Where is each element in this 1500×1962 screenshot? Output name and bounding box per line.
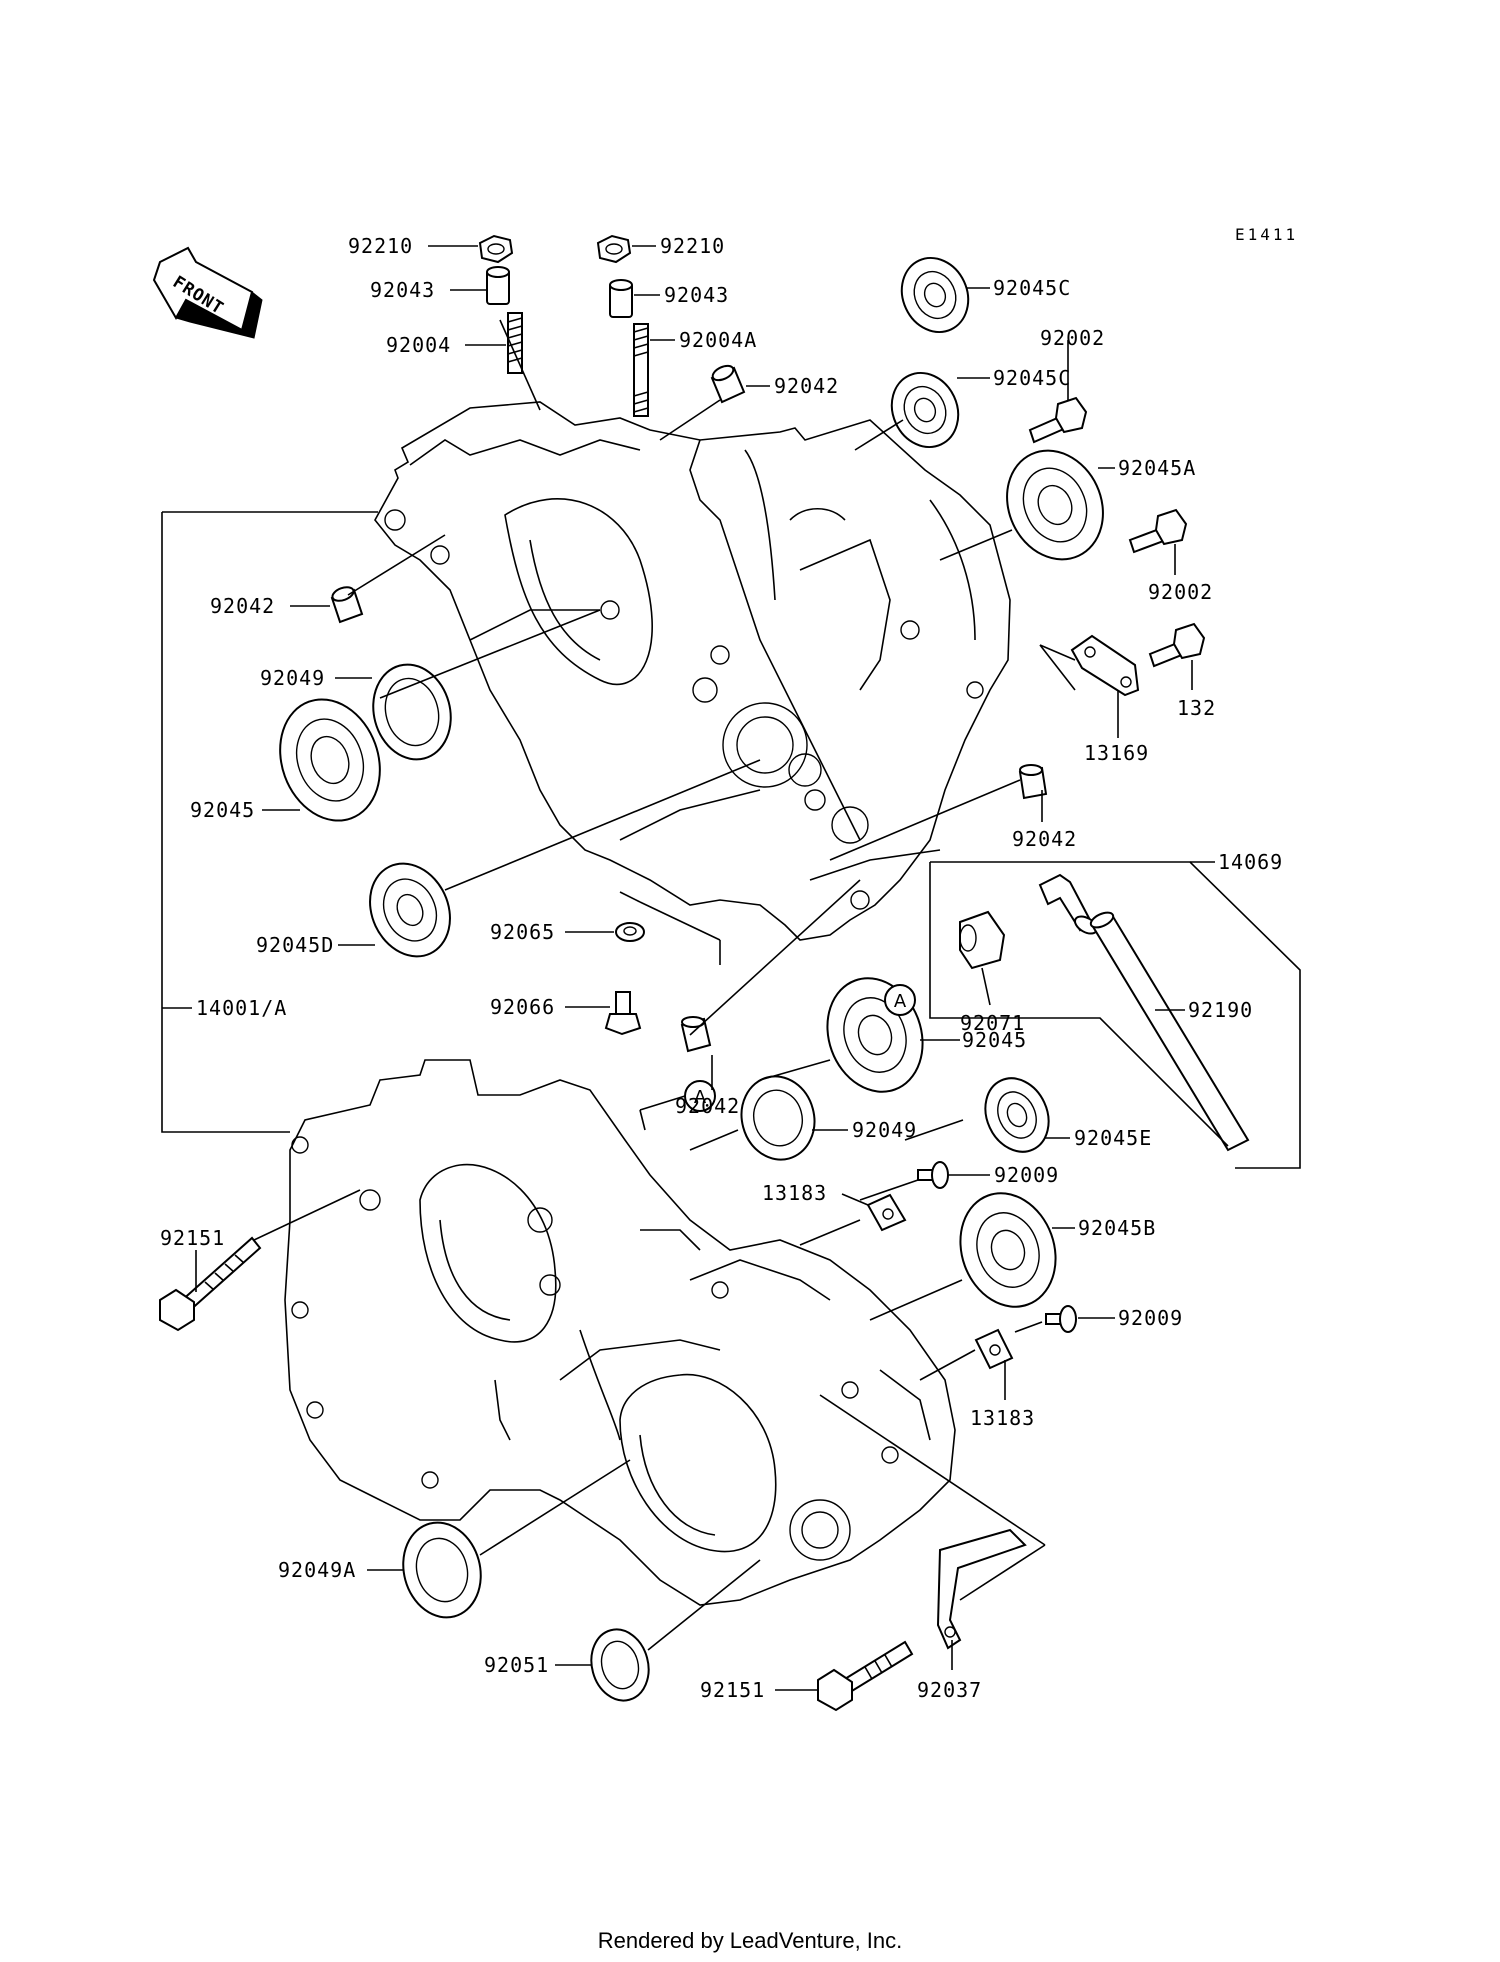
label-92045B: 92045B bbox=[1078, 1216, 1156, 1240]
label-92045-left: 92045 bbox=[190, 798, 255, 822]
label-92210-right: 92210 bbox=[660, 234, 725, 258]
oil-seal-92049A[interactable] bbox=[393, 1514, 491, 1626]
callout-marker-a-upper: A bbox=[884, 984, 916, 1016]
washer-92065[interactable] bbox=[615, 922, 645, 942]
label-92210-left: 92210 bbox=[348, 234, 413, 258]
collar-92043-right[interactable] bbox=[609, 279, 633, 318]
lower-crankcase-half bbox=[284, 1059, 956, 1606]
diagram-code: E1411 bbox=[1235, 225, 1298, 244]
bolt-92151-left[interactable] bbox=[159, 1236, 262, 1332]
front-arrow-icon: FRONT bbox=[152, 246, 263, 339]
breather-elbow-14069[interactable] bbox=[1038, 873, 1100, 937]
label-13169: 13169 bbox=[1084, 741, 1149, 765]
leader-lines bbox=[161, 245, 1301, 1691]
label-92049-lower: 92049 bbox=[852, 1118, 917, 1142]
label-92042-mid: 92042 bbox=[675, 1094, 740, 1118]
dowel-92042-left[interactable] bbox=[330, 585, 364, 624]
bearing-92045-lower[interactable] bbox=[812, 965, 938, 1105]
label-92002-top: 92002 bbox=[1040, 326, 1105, 350]
label-92042-left: 92042 bbox=[210, 594, 275, 618]
bearing-92045B[interactable] bbox=[945, 1180, 1071, 1320]
label-92045E: 92045E bbox=[1074, 1126, 1152, 1150]
callout-marker-a-lower: A bbox=[684, 1080, 716, 1112]
label-92151-bottom: 92151 bbox=[700, 1678, 765, 1702]
cap-92071[interactable] bbox=[959, 910, 1006, 970]
bolt-92151-bottom[interactable] bbox=[817, 1640, 914, 1712]
screw-92009-lower[interactable] bbox=[1045, 1305, 1077, 1333]
label-92045C-top: 92045C bbox=[993, 276, 1071, 300]
part-labels: 92210 92210 92043 92043 92004 92004A 920… bbox=[160, 234, 1283, 1702]
label-92151-left: 92151 bbox=[160, 1226, 225, 1250]
label-92065: 92065 bbox=[490, 920, 555, 944]
label-92004A: 92004A bbox=[679, 328, 757, 352]
plug-92066[interactable] bbox=[604, 991, 642, 1036]
dowel-92042-right[interactable] bbox=[1018, 764, 1048, 800]
label-92045A: 92045A bbox=[1118, 456, 1196, 480]
bracket-92037[interactable] bbox=[936, 1528, 1027, 1650]
svg-text:A: A bbox=[894, 991, 907, 1012]
label-132: 132 bbox=[1177, 696, 1216, 720]
label-92042-top: 92042 bbox=[774, 374, 839, 398]
bearing-92045-left[interactable] bbox=[264, 685, 397, 834]
bolt-92002-top[interactable] bbox=[1028, 396, 1088, 444]
label-92004: 92004 bbox=[386, 333, 451, 357]
label-92009-lower: 92009 bbox=[1118, 1306, 1183, 1330]
label-92037: 92037 bbox=[917, 1678, 982, 1702]
label-92002-mid: 92002 bbox=[1148, 580, 1213, 604]
stud-92004A[interactable] bbox=[633, 323, 649, 417]
bearing-92045C-mid[interactable] bbox=[880, 362, 970, 458]
screw-92009-upper[interactable] bbox=[917, 1161, 949, 1189]
nut-92210-right[interactable] bbox=[596, 234, 632, 264]
label-92071: 92071 bbox=[960, 1011, 1025, 1035]
label-92190: 92190 bbox=[1188, 998, 1253, 1022]
oil-seal-92049-lower[interactable] bbox=[732, 1068, 823, 1168]
label-92009-upper: 92009 bbox=[994, 1163, 1059, 1187]
label-92045C-mid: 92045C bbox=[993, 366, 1071, 390]
label-14001A: 14001/A bbox=[196, 996, 287, 1020]
label-13183-lower: 13183 bbox=[970, 1406, 1035, 1430]
bolt-92002-mid[interactable] bbox=[1128, 508, 1188, 554]
label-92045D: 92045D bbox=[256, 933, 334, 957]
label-92043-left: 92043 bbox=[370, 278, 435, 302]
bearing-92045A[interactable] bbox=[990, 435, 1121, 575]
label-14069: 14069 bbox=[1218, 850, 1283, 874]
oil-seal-92049-upper[interactable] bbox=[363, 656, 461, 768]
plate-13169[interactable] bbox=[1070, 634, 1140, 697]
label-92049-upper: 92049 bbox=[260, 666, 325, 690]
label-92049A: 92049A bbox=[278, 1558, 356, 1582]
label-92066: 92066 bbox=[490, 995, 555, 1019]
breather-hose-92190[interactable] bbox=[1089, 909, 1250, 1152]
label-92042-right: 92042 bbox=[1012, 827, 1077, 851]
label-92045-lower: 92045 bbox=[962, 1028, 1027, 1052]
bearing-92045C-top[interactable] bbox=[890, 247, 980, 343]
label-92043-right: 92043 bbox=[664, 283, 729, 307]
bearing-92045E[interactable] bbox=[974, 1068, 1060, 1162]
bearing-92045D[interactable] bbox=[355, 850, 464, 969]
bolt-132[interactable] bbox=[1148, 622, 1206, 668]
label-13183-upper: 13183 bbox=[762, 1181, 827, 1205]
label-92051: 92051 bbox=[484, 1653, 549, 1677]
svg-text:A: A bbox=[694, 1087, 707, 1108]
plate-13183-upper[interactable] bbox=[866, 1193, 907, 1232]
collar-92043-left[interactable] bbox=[486, 266, 510, 305]
dowel-92042-mid[interactable] bbox=[680, 1016, 712, 1053]
upper-crankcase-half bbox=[374, 401, 1011, 941]
nut-92210-left[interactable] bbox=[478, 234, 514, 264]
plate-13183-lower[interactable] bbox=[974, 1328, 1014, 1370]
stud-92004[interactable] bbox=[507, 312, 523, 374]
footer-credit: Rendered by LeadVenture, Inc. bbox=[598, 1928, 903, 1953]
dowel-92042-top[interactable] bbox=[710, 363, 746, 404]
oil-seal-92051[interactable] bbox=[584, 1623, 657, 1707]
